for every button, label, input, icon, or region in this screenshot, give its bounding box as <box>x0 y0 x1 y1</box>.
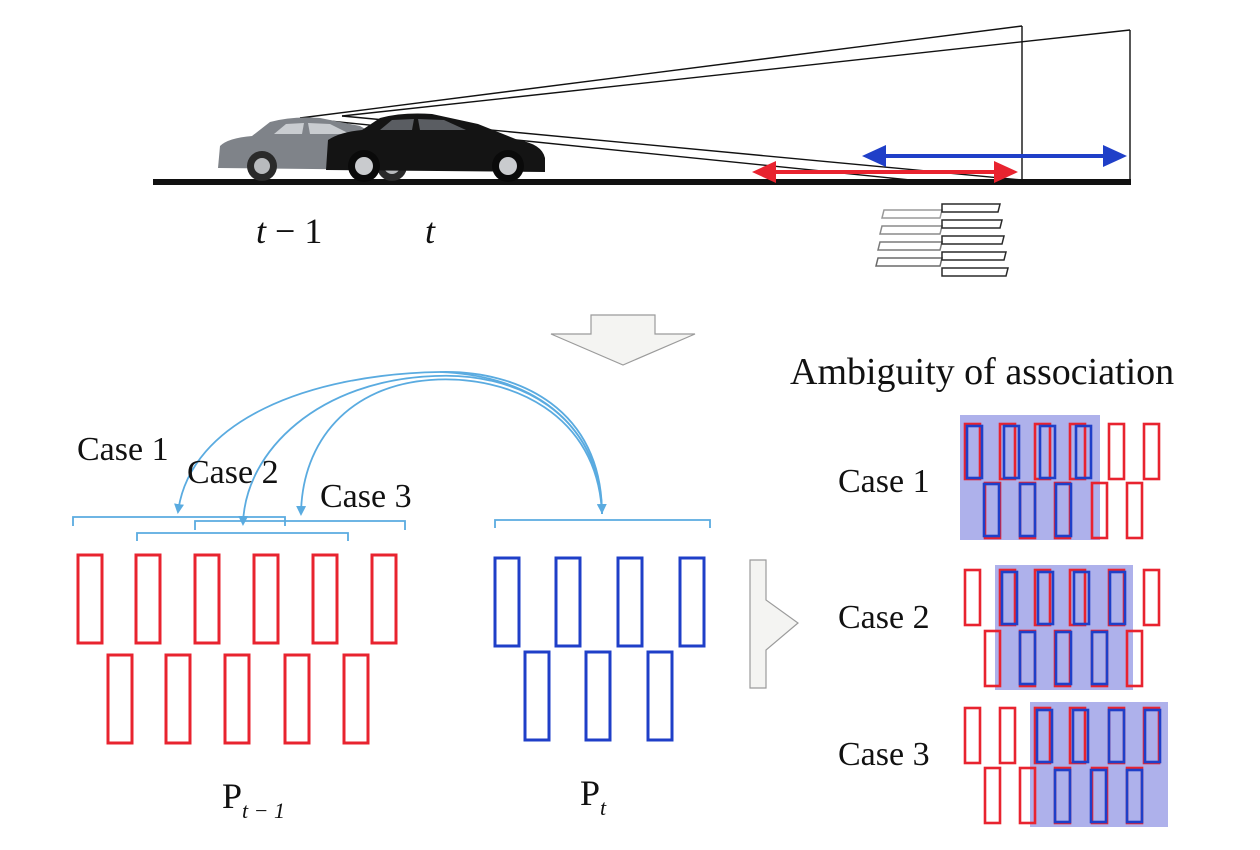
prev-patch <box>252 553 280 645</box>
prev-patch <box>370 553 398 645</box>
curr-patch <box>1089 768 1108 824</box>
top-scene: t − 1 t <box>153 25 1131 277</box>
result-case-3: Case 3 <box>838 702 1168 827</box>
curr-patch <box>616 556 644 648</box>
set-prev-label: Pt − 1 <box>222 776 285 823</box>
ground-line <box>153 179 1131 185</box>
prev-patch <box>1107 422 1126 481</box>
prev-patch <box>963 568 982 627</box>
prev-patch <box>311 553 339 645</box>
bracket-case-3 <box>194 520 406 530</box>
prev-patch <box>283 653 311 745</box>
curr-patch <box>1108 570 1127 626</box>
curr-patch <box>1054 482 1073 538</box>
association-candidates: Case 1 Case 2 Case 3 <box>72 371 711 823</box>
curr-patch <box>554 556 582 648</box>
prev-patch <box>193 553 221 645</box>
case-1-label: Case 1 <box>77 431 169 468</box>
time-label-prev: t − 1 <box>256 211 322 251</box>
bracket-current <box>494 519 711 528</box>
bracket-case-2 <box>136 532 349 541</box>
curr-patch <box>678 556 706 648</box>
patch-stack <box>875 203 1009 277</box>
arc-to-current <box>439 371 607 514</box>
curr-patch <box>982 482 1001 538</box>
case-2-label: Case 2 <box>187 454 279 491</box>
arc-case-1 <box>174 371 603 515</box>
car-current <box>326 113 545 182</box>
result-case-1: Case 1 <box>838 415 1161 540</box>
result-case-3-label: Case 3 <box>838 736 930 773</box>
prev-patch <box>1125 481 1144 540</box>
prev-patch <box>76 553 104 645</box>
prev-patch <box>134 553 162 645</box>
time-label-curr: t <box>425 211 436 251</box>
brackets <box>72 516 711 541</box>
curr-patch <box>1018 482 1037 538</box>
set-prev-base: P <box>222 776 242 816</box>
set-prev-sub: t − 1 <box>242 798 285 823</box>
curr-patch <box>1038 424 1057 480</box>
curr-patch <box>1072 570 1091 626</box>
prev-patch <box>106 653 134 745</box>
red-range-arrow <box>752 161 1018 183</box>
time-label-prev-var: t <box>256 211 267 251</box>
prev-patch <box>1142 422 1161 481</box>
curr-patch <box>1074 424 1093 480</box>
curr-patch <box>493 556 521 648</box>
curr-patch <box>1107 708 1126 764</box>
result-case-2-label: Case 2 <box>838 599 930 636</box>
result-case-1-label: Case 1 <box>838 463 930 500</box>
association-arcs <box>174 371 607 526</box>
result-case-2: Case 2 <box>838 565 1161 690</box>
curr-patch <box>523 650 551 742</box>
curr-patch <box>1071 708 1090 764</box>
prev-patch <box>963 706 982 765</box>
prev-patch <box>1090 481 1109 540</box>
blue-range-arrow <box>862 145 1127 167</box>
set-curr-label: Pt <box>580 773 607 820</box>
curr-patch <box>1002 424 1021 480</box>
curr-patch <box>1090 630 1109 686</box>
case-3-label: Case 3 <box>320 478 412 515</box>
ambiguity-panel: Ambiguity of association Case 1 <box>790 351 1174 827</box>
right-arrow <box>749 559 799 689</box>
curr-patch <box>1125 768 1144 824</box>
curr-patch <box>1053 768 1072 824</box>
arc-case-2 <box>238 374 603 526</box>
curr-patch <box>1036 570 1055 626</box>
curr-patch <box>1054 630 1073 686</box>
curr-frame-patches <box>493 556 706 742</box>
prev-patch <box>983 766 1002 825</box>
curr-patch <box>646 650 674 742</box>
prev-patch <box>1018 766 1037 825</box>
set-curr-sub: t <box>600 795 607 820</box>
ambiguity-title: Ambiguity of association <box>790 351 1174 393</box>
down-arrow <box>550 314 696 366</box>
prev-patch <box>164 653 192 745</box>
prev-frame-patches <box>76 553 398 745</box>
curr-patch <box>965 424 984 480</box>
curr-patch <box>584 650 612 742</box>
curr-patch <box>1000 570 1019 626</box>
prev-patch <box>1125 629 1144 688</box>
prev-patch <box>223 653 251 745</box>
prev-patch <box>342 653 370 745</box>
prev-patch <box>983 629 1002 688</box>
arc-case-3 <box>296 378 603 516</box>
prev-patch <box>998 706 1017 765</box>
curr-patch <box>1018 630 1037 686</box>
prev-patch <box>1142 568 1161 627</box>
set-curr-base: P <box>580 773 600 813</box>
curr-patch <box>1035 708 1054 764</box>
curr-patch <box>1143 708 1162 764</box>
time-label-prev-rest: − 1 <box>266 211 322 251</box>
